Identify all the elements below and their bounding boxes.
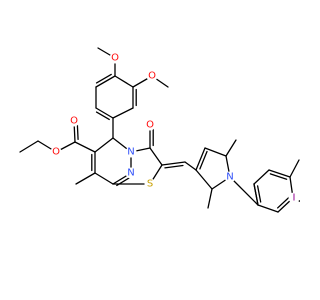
bond-layer — [19, 47, 300, 213]
bond-b3-mb3 — [289, 159, 300, 178]
atom-bg-o_methoxy1 — [109, 52, 121, 64]
bond-p2-mp2 — [225, 139, 237, 157]
bond-a6-a1 — [95, 107, 114, 119]
bond-b5-b6 — [257, 204, 279, 213]
double-bond-a6-a1 — [95, 111, 110, 121]
double-bond-a4-a5 — [95, 73, 112, 84]
atom-o-ester-ether: O — [52, 147, 60, 158]
atom-o-methoxy1: O — [111, 53, 119, 64]
bond-p5-p4 — [195, 169, 213, 190]
double-bond-c2-ch — [164, 164, 184, 169]
atom-bg-s_thiazole — [144, 178, 156, 190]
bond-c2-ch — [161, 161, 186, 166]
bond-ce1-ce2 — [19, 140, 39, 153]
atom-o-ester-carbonyl: O — [70, 116, 78, 127]
double-bond-b4-b5 — [276, 196, 290, 209]
bond-a1-a2 — [112, 107, 134, 119]
atom-bg-o_ketone — [144, 119, 156, 131]
bond-a3-a4 — [114, 75, 134, 88]
bond-b1-b6-alt — [253, 183, 259, 206]
atom-n-pyrimidine: N — [127, 168, 134, 179]
double-bond-ce-oe1 — [76, 122, 79, 141]
bond-b1-b2 — [253, 169, 270, 185]
double-bond-b2-b3 — [269, 173, 288, 180]
bond-c7-c8 — [94, 172, 114, 185]
atom-o-methoxy2: O — [148, 71, 156, 82]
atom-bg-o_ester_ether — [50, 146, 62, 158]
bond-p3-p2 — [204, 147, 227, 157]
atom-bg-o_ester_carbonyl — [68, 115, 80, 127]
bond-c2-c3 — [149, 147, 163, 166]
atom-bg-i_aryl — [288, 192, 300, 204]
atom-o-ketone: O — [146, 120, 154, 131]
atom-i-aryl: I — [293, 193, 296, 204]
atom-bg-n_pyrrole — [224, 171, 236, 183]
atom-s-thiazole: S — [147, 179, 153, 190]
bond-p4-p3 — [195, 147, 206, 171]
bond-p5-mp5 — [207, 188, 213, 209]
atom-bg-n_pyrimidine — [125, 167, 137, 179]
bond-c5-c6 — [94, 137, 114, 153]
bond-a4-a5 — [95, 75, 116, 88]
bond-ch-p4 — [184, 161, 197, 171]
double-bond-p4-p3 — [199, 150, 208, 170]
bond-b2-b3 — [268, 169, 291, 178]
atom-n-pyrrole: N — [226, 172, 233, 183]
bond-c6-ce — [74, 141, 96, 153]
bond-c7-me7 — [75, 172, 96, 185]
bond-n1-b6 — [229, 176, 259, 206]
double-bond-b6-b1 — [256, 185, 262, 203]
atom-bg-o_methoxy2 — [146, 70, 158, 82]
atom-bg-n_ring_junction — [125, 146, 137, 158]
atom-n-ring-junction: N — [127, 147, 134, 158]
